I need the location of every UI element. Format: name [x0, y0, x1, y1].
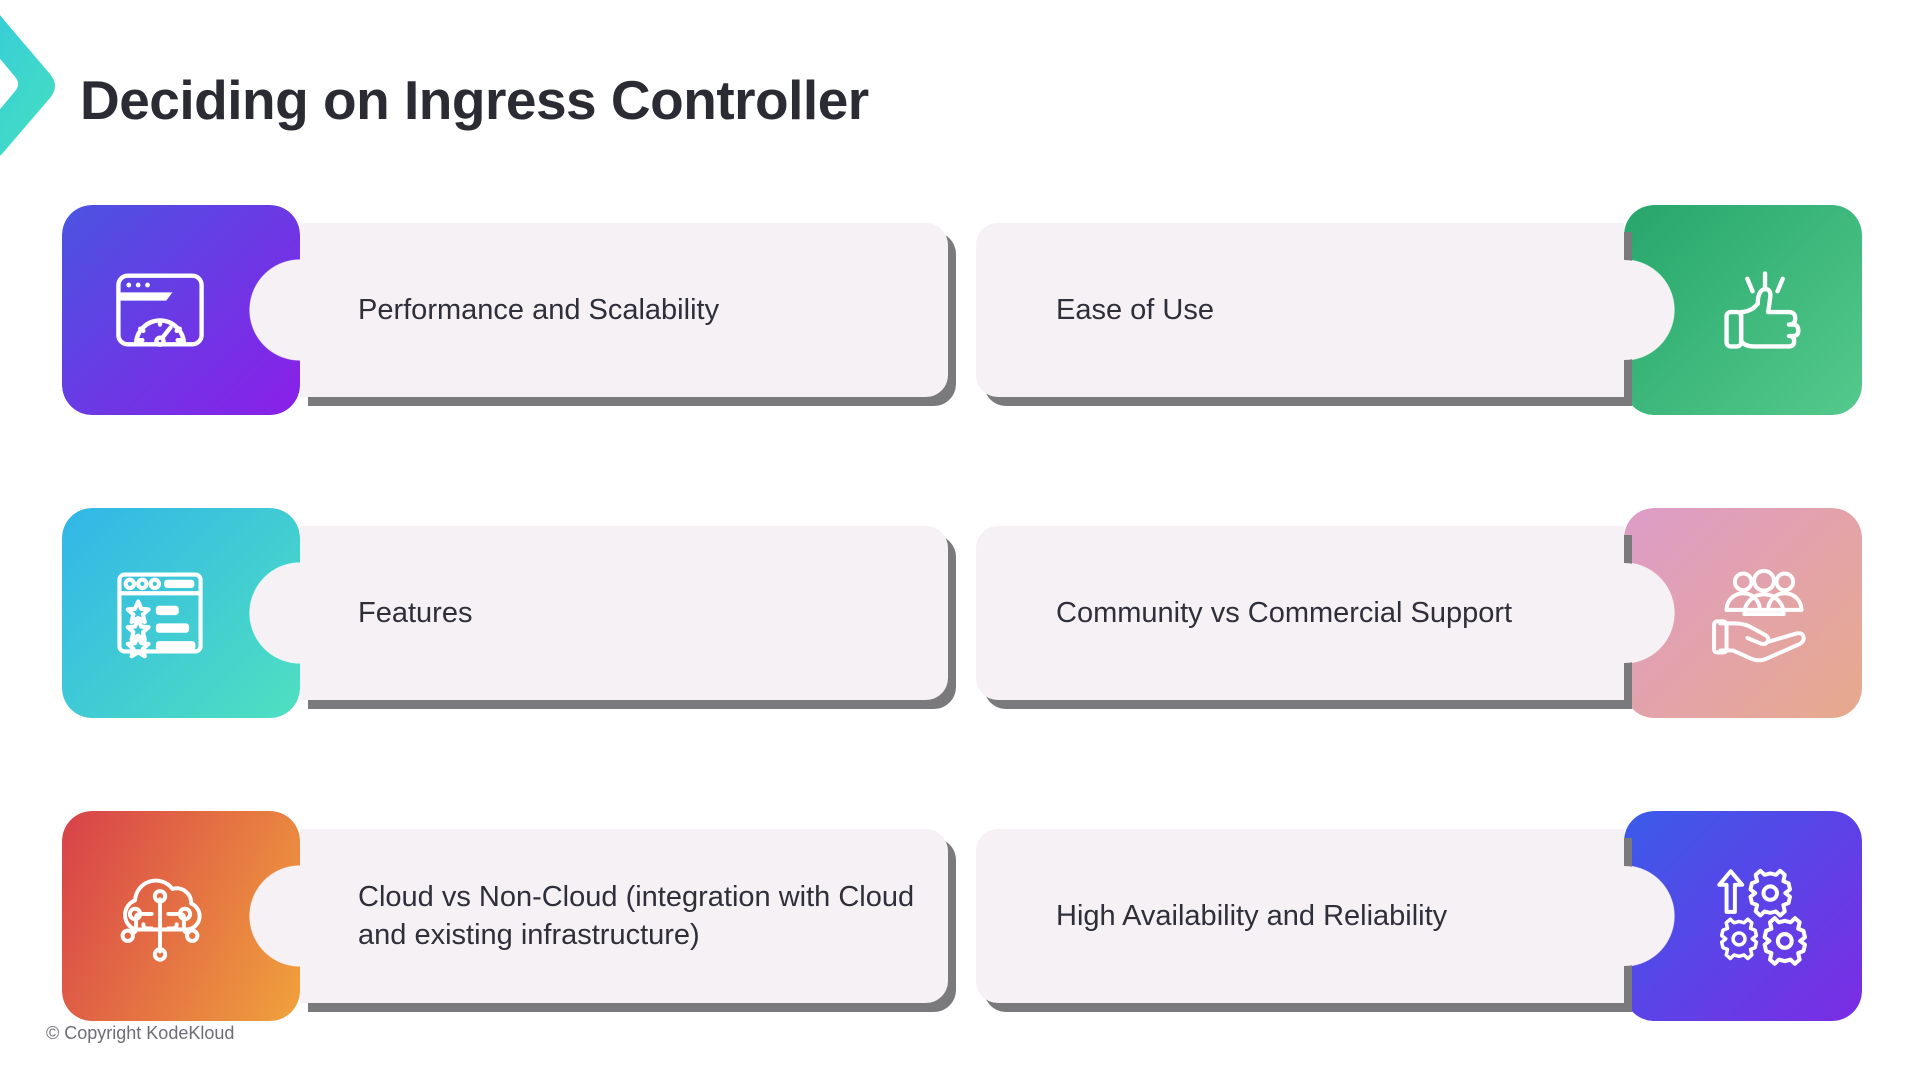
card-high-availability-and-reliability[interactable]: High Availability and Reliability: [976, 811, 1862, 1021]
card-label: Cloud vs Non-Cloud (integration with Clo…: [358, 880, 915, 951]
card-ease-of-use[interactable]: Ease of Use: [976, 205, 1862, 415]
card-cloud-vs-non-cloud[interactable]: Cloud vs Non-Cloud (integration with Clo…: [62, 811, 956, 1021]
label-panel-wrapper: Cloud vs Non-Cloud (integration with Clo…: [250, 829, 956, 1012]
panel-knob: [1574, 563, 1674, 663]
panel-knob: [250, 866, 350, 966]
panel-knob: [1574, 260, 1674, 360]
card-performance-and-scalability[interactable]: Performance and Scalability: [62, 205, 956, 415]
label-panel[interactable]: Ease of Use: [976, 223, 1674, 397]
panel-knob: [250, 260, 350, 360]
thumbs-up-icon: [1724, 271, 1801, 349]
label-panel[interactable]: Features: [250, 526, 948, 700]
hand-holding-people-icon: [1712, 568, 1806, 663]
card-label: High Availability and Reliability: [1056, 899, 1448, 932]
panel-knob: [250, 563, 350, 663]
card-features[interactable]: Features: [62, 508, 956, 718]
label-panel-wrapper: Performance and Scalability: [250, 223, 956, 406]
copyright-footer: © Copyright KodeKloud: [46, 1023, 235, 1043]
label-panel[interactable]: Performance and Scalability: [250, 223, 948, 397]
gears-arrow-up-icon: [1717, 868, 1807, 966]
label-panel-wrapper: Features: [250, 526, 956, 709]
page-title: Deciding on Ingress Controller: [80, 69, 869, 131]
cloud-network-icon: [120, 878, 202, 962]
label-panel[interactable]: High Availability and Reliability: [976, 829, 1674, 1003]
card-label: Performance and Scalability: [358, 293, 720, 326]
card-label: Community vs Commercial Support: [1056, 596, 1513, 629]
label-panel[interactable]: Cloud vs Non-Cloud (integration with Clo…: [250, 829, 948, 1003]
card-label: Ease of Use: [1056, 293, 1214, 326]
label-panel-wrapper: Community vs Commercial Support: [976, 526, 1674, 709]
label-panel-wrapper: High Availability and Reliability: [976, 829, 1674, 1012]
card-community-vs-commercial-support[interactable]: Community vs Commercial Support: [976, 508, 1862, 718]
label-panel[interactable]: Community vs Commercial Support: [976, 526, 1674, 700]
criteria-card-grid: Performance and Scalability: [62, 205, 1862, 1021]
panel-knob: [1574, 866, 1674, 966]
browser-star-list-icon: [117, 572, 203, 659]
label-panel-wrapper: Ease of Use: [976, 223, 1674, 406]
chevron-right-icon: [0, 15, 55, 156]
card-label: Features: [358, 596, 473, 629]
browser-speedometer-icon: [116, 273, 204, 347]
